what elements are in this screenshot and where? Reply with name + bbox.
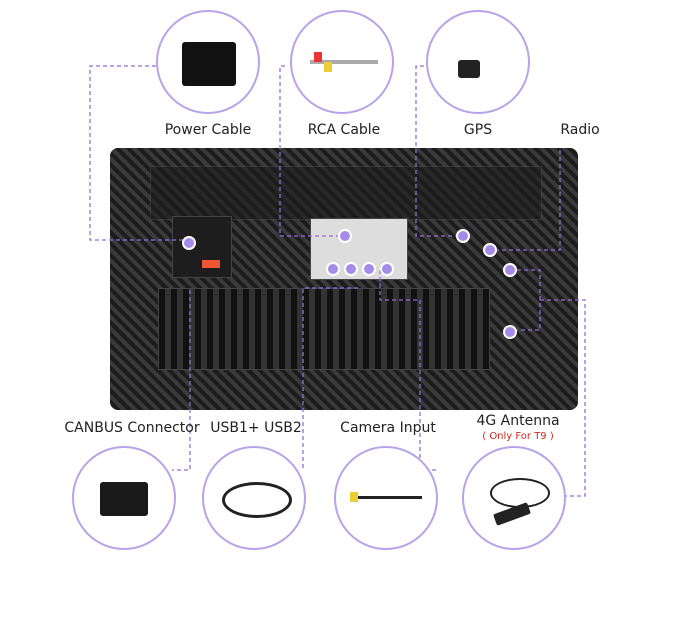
power-cable-icon <box>156 10 260 114</box>
radio-port-marker <box>483 243 497 257</box>
usb-cable-icon <box>202 446 306 550</box>
label-power-cable: Power Cable <box>164 122 252 138</box>
label-camera: Camera Input <box>340 420 436 436</box>
usb-port-marker-2 <box>344 262 358 276</box>
gps-port-marker <box>456 229 470 243</box>
gps-antenna-icon <box>426 10 530 114</box>
rca-cable-icon <box>290 10 394 114</box>
power-port-marker <box>182 236 196 250</box>
label-gps: GPS <box>463 122 493 138</box>
label-canbus: CANBUS Connector <box>64 420 200 436</box>
camera-cable-icon <box>334 446 438 550</box>
4g-port-marker-2 <box>503 325 517 339</box>
rca-port-marker <box>338 229 352 243</box>
usb-port-marker-1 <box>326 262 340 276</box>
camera-port-marker <box>380 262 394 276</box>
label-radio: Radio <box>560 122 600 138</box>
canbus-port-marker <box>362 262 376 276</box>
4g-antenna-icon <box>462 446 566 550</box>
4g-port-marker <box>503 263 517 277</box>
label-4g-note: ( Only For T9 ) <box>482 431 554 442</box>
canbus-box-icon <box>72 446 176 550</box>
label-usb: USB1+ USB2 <box>210 420 302 436</box>
label-4g: 4G Antenna <box>476 413 560 429</box>
head-unit-back-panel <box>110 148 578 410</box>
label-rca-cable: RCA Cable <box>307 122 381 138</box>
